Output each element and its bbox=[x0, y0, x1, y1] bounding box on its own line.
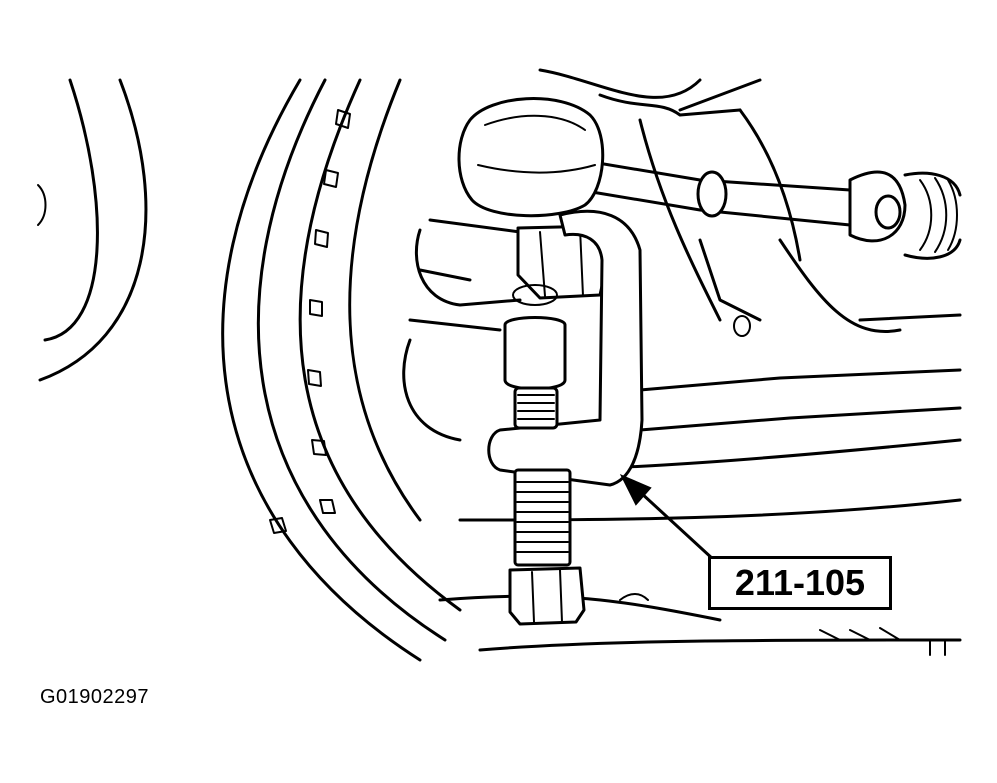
figure-id: G01902297 bbox=[40, 686, 150, 708]
rotor-vents bbox=[269, 109, 351, 534]
wheel-outline bbox=[37, 78, 462, 662]
ball-joint-puller-tool bbox=[487, 209, 644, 626]
tool-number-label: 211-105 bbox=[734, 562, 866, 603]
knuckle-structure bbox=[402, 68, 962, 442]
tie-rod bbox=[578, 158, 962, 260]
callout-leader-arrow bbox=[619, 474, 716, 562]
tool-number-callout: 211-105 bbox=[708, 556, 892, 610]
tie-rod-end bbox=[457, 97, 605, 218]
